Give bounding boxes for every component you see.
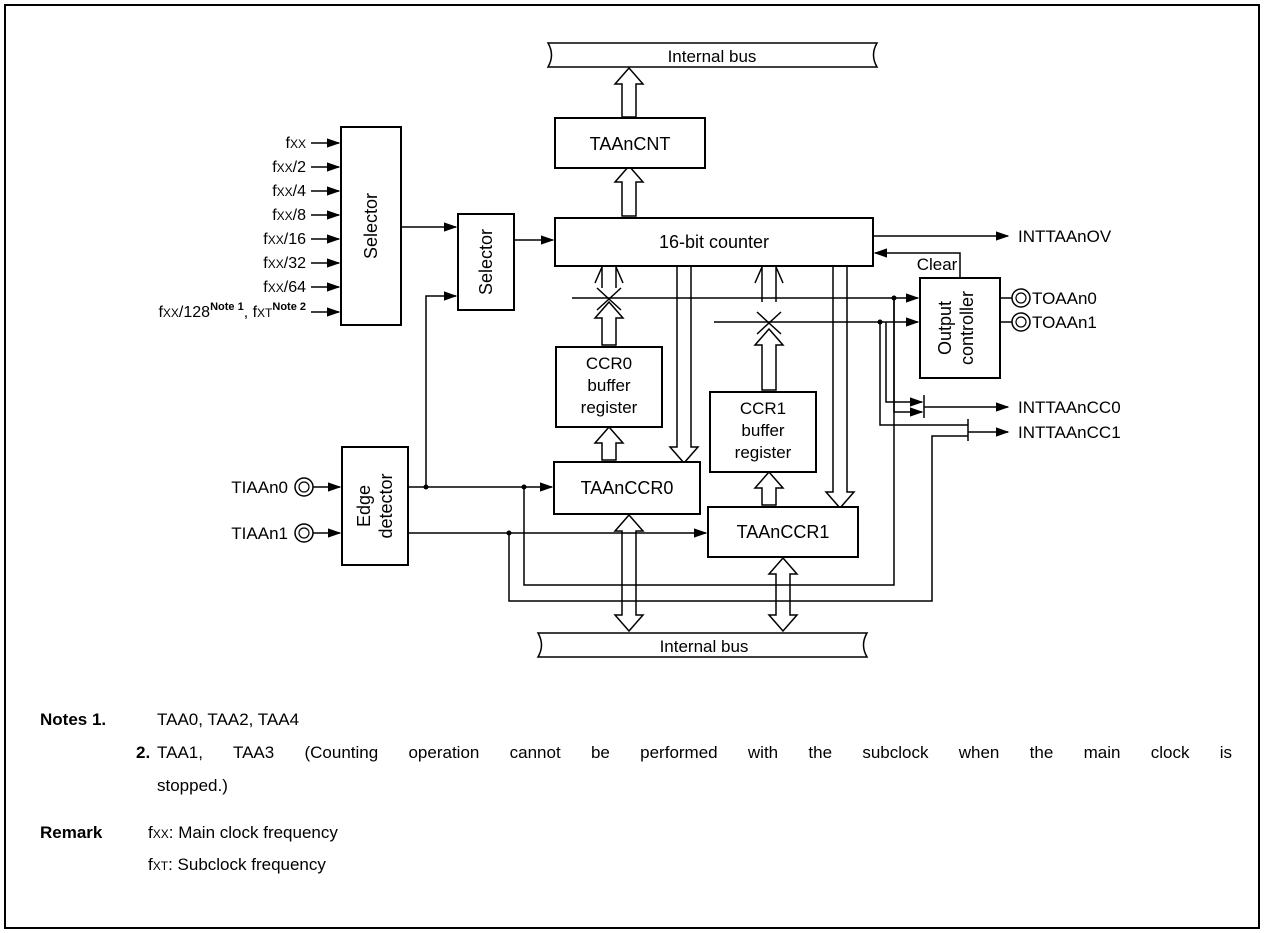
selector-1-block (340, 126, 402, 326)
ccr0-buffer-label-3: register (581, 398, 638, 417)
clock-label-6: fXX/64 (263, 279, 306, 296)
taanccr1-block (707, 506, 859, 558)
ccr1-buffer-label-1: CCR1 (740, 399, 786, 418)
internal-bus-bottom-label: Internal bus (660, 637, 749, 656)
signal-lines (401, 222, 1012, 602)
clock-label-2: fXX/4 (272, 183, 306, 200)
figure-frame (4, 4, 1260, 929)
internal-bus-top: Internal bus (546, 42, 879, 68)
remark-line-1: fXX: Main clock frequency (148, 823, 338, 842)
selector-2-label: Selector (476, 229, 496, 295)
edge-detector-label-1: Edge (354, 485, 374, 527)
tiaan1-label: TIAAn1 (231, 524, 288, 543)
ccr1-buffer-label-3: register (735, 443, 792, 462)
inttaancc1-label: INTTAAnCC1 (1018, 423, 1121, 442)
bus-arrows (593, 66, 856, 633)
output-pins: TOAAn0 TOAAn1 (1011, 288, 1097, 332)
taanccr1-label: TAAnCCR1 (737, 522, 830, 542)
input-pins: TIAAn0 TIAAn1 (231, 477, 342, 543)
tiaan1-pin-icon (294, 523, 314, 543)
output-controller-label-1: Output (935, 301, 955, 355)
bus-arrow-ccr0-to-buffer (593, 425, 625, 461)
clear-label: Clear (917, 255, 958, 274)
counter-block (554, 217, 874, 267)
edge-detector-label-2: detector (376, 473, 396, 538)
remark-line-2: fXT: Subclock frequency (148, 855, 326, 874)
counter-label: 16-bit counter (659, 232, 769, 252)
tiaan0-label: TIAAn0 (231, 478, 288, 497)
taanccr0-block (553, 461, 701, 515)
clock-label-4: fXX/16 (263, 231, 306, 248)
taanccr0-label: TAAnCCR0 (581, 478, 674, 498)
internal-bus-top-label: Internal bus (668, 47, 757, 66)
selector-1-label: Selector (361, 193, 381, 259)
output-controller-label-2: controller (957, 291, 977, 365)
ccr0-buffer-label-1: CCR0 (586, 354, 632, 373)
bus-arrow-counter-ccr0-up (594, 266, 624, 288)
bus-arrow-counter-to-ccr1 (824, 265, 856, 510)
note-2-line-1: TAA1, TAA3 (Counting operation cannot be… (157, 743, 1232, 762)
bus-arrow-ccr1-bus (767, 556, 799, 633)
taancnt-block (554, 117, 706, 169)
clock-label-5: fXX/32 (263, 255, 306, 272)
clock-label-1: fXX/2 (272, 159, 306, 176)
bus-arrow-ccr1-to-buffer (753, 470, 785, 506)
notes-heading: Notes 1. (40, 710, 107, 729)
bus-arrow-counter-to-ccr0 (668, 265, 700, 465)
internal-bus-bottom: Internal bus (536, 632, 869, 658)
clock-input-arrows (311, 138, 341, 317)
toaan0-label: TOAAn0 (1032, 289, 1097, 308)
clock-label-7: fXX/128Note 1, fXTNote 2 (158, 301, 306, 321)
bus-arrow-to-ccr1-buffer (753, 327, 785, 391)
ccr1-buffer-block (709, 391, 817, 473)
toaan1-label: TOAAn1 (1032, 313, 1097, 332)
toaan1-pin-icon (1011, 312, 1031, 332)
inttaancc0-label: INTTAAnCC0 (1018, 398, 1121, 417)
bus-arrow-to-ccr0-buffer (593, 300, 625, 346)
ccr0-buffer-block (555, 346, 663, 428)
ccr0-buffer-label-2: buffer (587, 376, 631, 395)
timer-block-diagram: Internal bus Internal bus (158, 42, 1121, 658)
bus-arrow-counter-to-cnt (613, 164, 645, 217)
output-controller-block (919, 277, 1001, 379)
bus-arrow-ccr0-bus (613, 513, 645, 633)
remark-heading: Remark (40, 823, 103, 842)
intaanov-label: INTTAAnOV (1018, 227, 1112, 246)
clock-label-0: fXX (286, 135, 306, 152)
crossings (596, 287, 782, 335)
clock-input-labels: fXX fXX/2 fXX/4 fXX/8 fXX/16 fXX/32 fXX/… (158, 135, 306, 321)
toaan0-pin-icon (1011, 288, 1031, 308)
bus-arrow-cnt-to-bus (613, 66, 645, 118)
junction-dots (423, 295, 897, 536)
bus-arrow-counter-ccr1-up (754, 266, 784, 302)
blocks (340, 117, 1001, 566)
note-2-line-2: stopped.) (157, 776, 228, 795)
note-2-number: 2. (136, 743, 151, 762)
clock-label-3: fXX/8 (272, 207, 306, 224)
note-1-text: TAA0, TAA2, TAA4 (157, 710, 300, 729)
selector-2-block (457, 213, 515, 311)
taancnt-label: TAAnCNT (590, 134, 671, 154)
ccr1-buffer-label-2: buffer (741, 421, 785, 440)
edge-detector-block (341, 446, 409, 566)
tiaan0-pin-icon (294, 477, 314, 497)
